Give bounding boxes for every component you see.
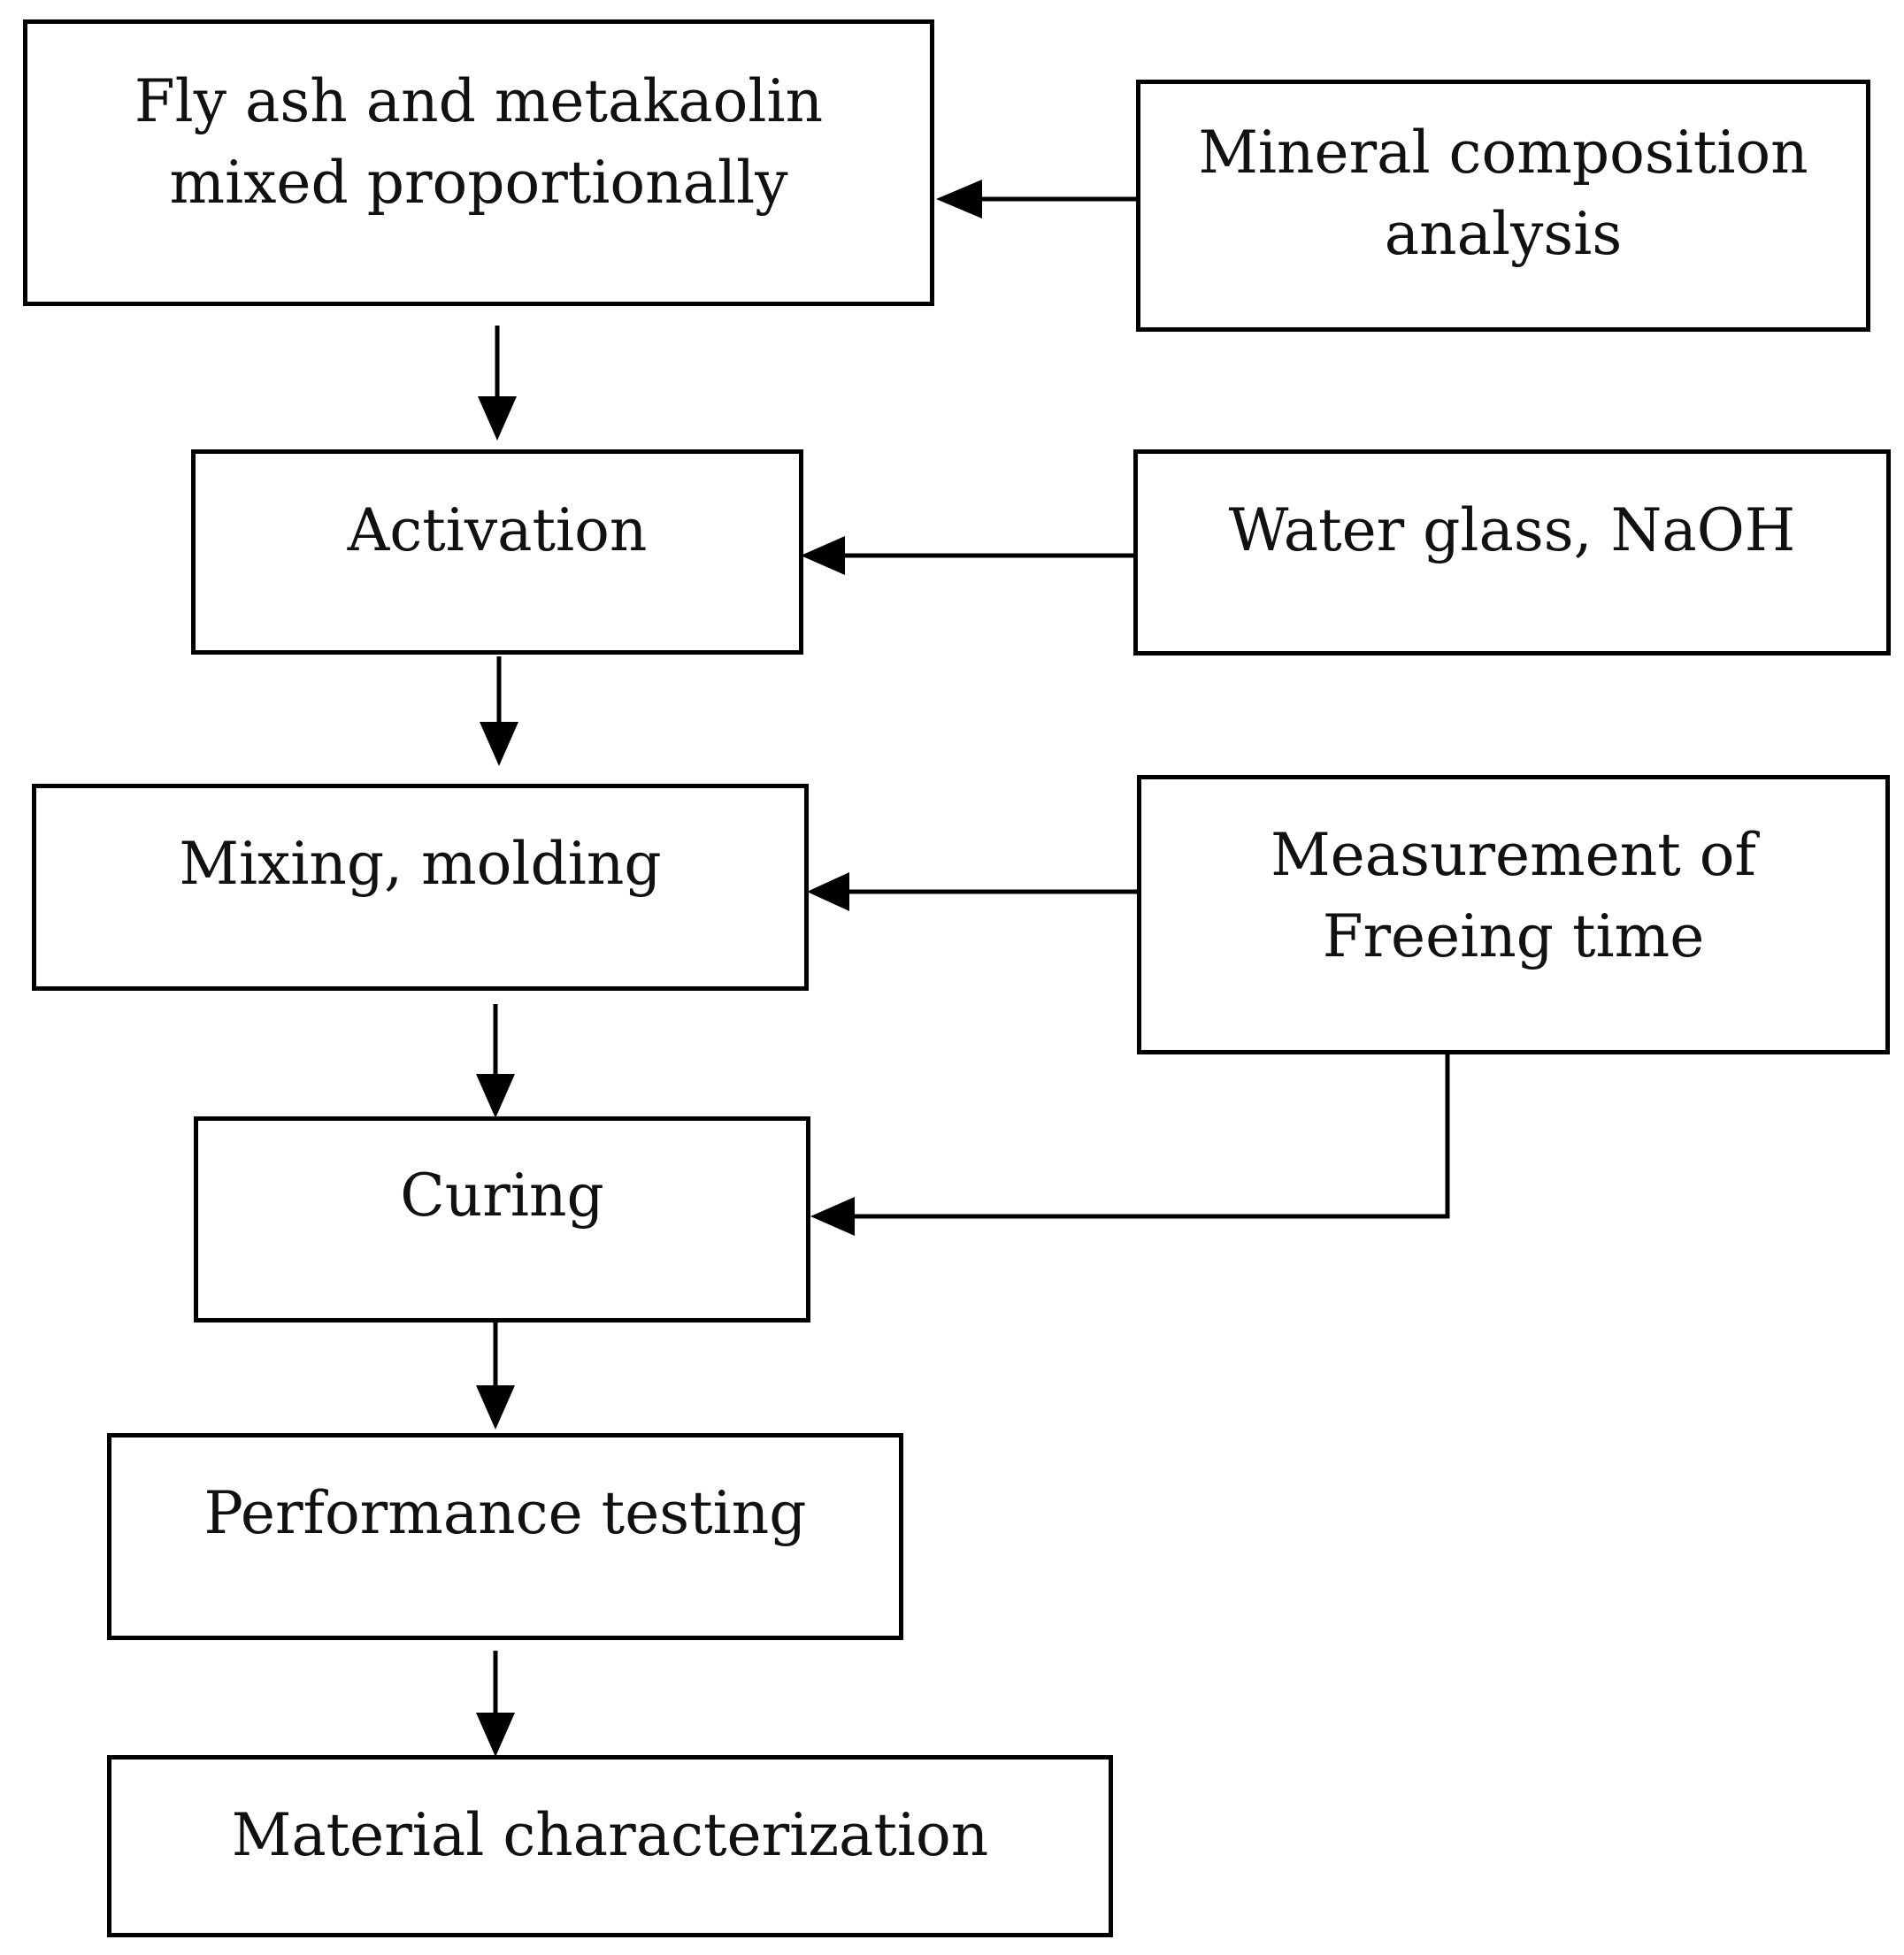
- arrowhead-down: [476, 1074, 515, 1118]
- step-curing-box: Curing: [194, 1116, 810, 1322]
- arrowhead-left: [801, 536, 845, 575]
- arrowhead-down: [476, 1385, 515, 1430]
- step-activation-box: Activation: [191, 449, 803, 655]
- step-mixing-label: Mixing, molding: [179, 830, 662, 898]
- step-mix-box: Fly ash and metakaolin mixed proportiona…: [23, 19, 934, 306]
- step-mix-label: Fly ash and metakaolin mixed proportiona…: [134, 67, 824, 217]
- input-activators-box: Water glass, NaOH: [1133, 449, 1891, 656]
- step-testing-box: Performance testing: [107, 1433, 903, 1640]
- step-mixing-box: Mixing, molding: [32, 784, 809, 991]
- step-activation-label: Activation: [347, 496, 648, 564]
- step-characterization-box: Material characterization: [107, 1755, 1113, 1937]
- arrowhead-down: [476, 1713, 515, 1757]
- step-curing-label: Curing: [400, 1162, 604, 1230]
- step-testing-label: Performance testing: [203, 1479, 807, 1547]
- arrowhead-left: [810, 1197, 855, 1236]
- arrowhead-down: [480, 722, 518, 766]
- arrow-freezing-to-curing: [849, 1051, 1450, 1219]
- input-activators-label: Water glass, NaOH: [1228, 496, 1796, 564]
- arrowhead-down: [478, 396, 517, 441]
- input-mineral-box: Mineral composition analysis: [1136, 80, 1870, 332]
- input-freezing-box: Measurement of Freeing time: [1137, 775, 1890, 1054]
- step-characterization-label: Material characterization: [231, 1801, 989, 1869]
- arrowhead-left: [936, 180, 982, 218]
- input-mineral-label: Mineral composition analysis: [1198, 119, 1808, 268]
- input-freezing-label: Measurement of Freeing time: [1271, 821, 1756, 970]
- arrowhead-left: [807, 872, 849, 911]
